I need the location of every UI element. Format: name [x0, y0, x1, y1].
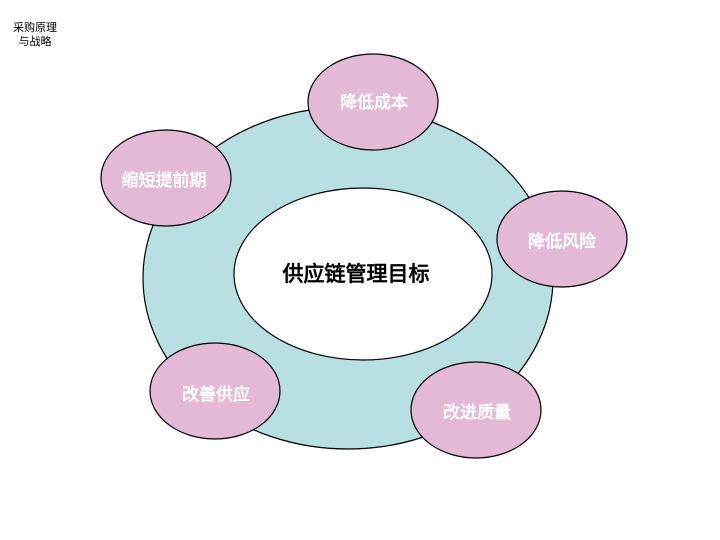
- center-ellipse: [233, 187, 493, 361]
- goal-label-reduce-cost: 降低成本: [340, 92, 408, 113]
- goal-bubble-reduce-risk: 降低风险: [496, 190, 628, 288]
- goal-label-improve-supply: 改善供应: [182, 384, 250, 405]
- goal-label-improve-quality: 改进质量: [443, 402, 511, 423]
- center-label: 供应链管理目标: [282, 262, 430, 286]
- goal-bubble-improve-quality: 改进质量: [410, 361, 542, 459]
- header-title-line1: 采购原理: [13, 21, 57, 34]
- goal-bubble-reduce-cost: 降低成本: [307, 53, 439, 151]
- goal-label-reduce-risk: 降低风险: [528, 231, 597, 252]
- goal-bubble-shorten-lead-time: 缩短提前期: [100, 129, 232, 227]
- header-title-line2: 与战略: [18, 35, 52, 48]
- goal-label-shorten-lead-time: 缩短提前期: [122, 170, 207, 191]
- slide-header: 采购原理 与战略: [8, 21, 62, 49]
- goal-bubble-improve-supply: 改善供应: [149, 342, 281, 440]
